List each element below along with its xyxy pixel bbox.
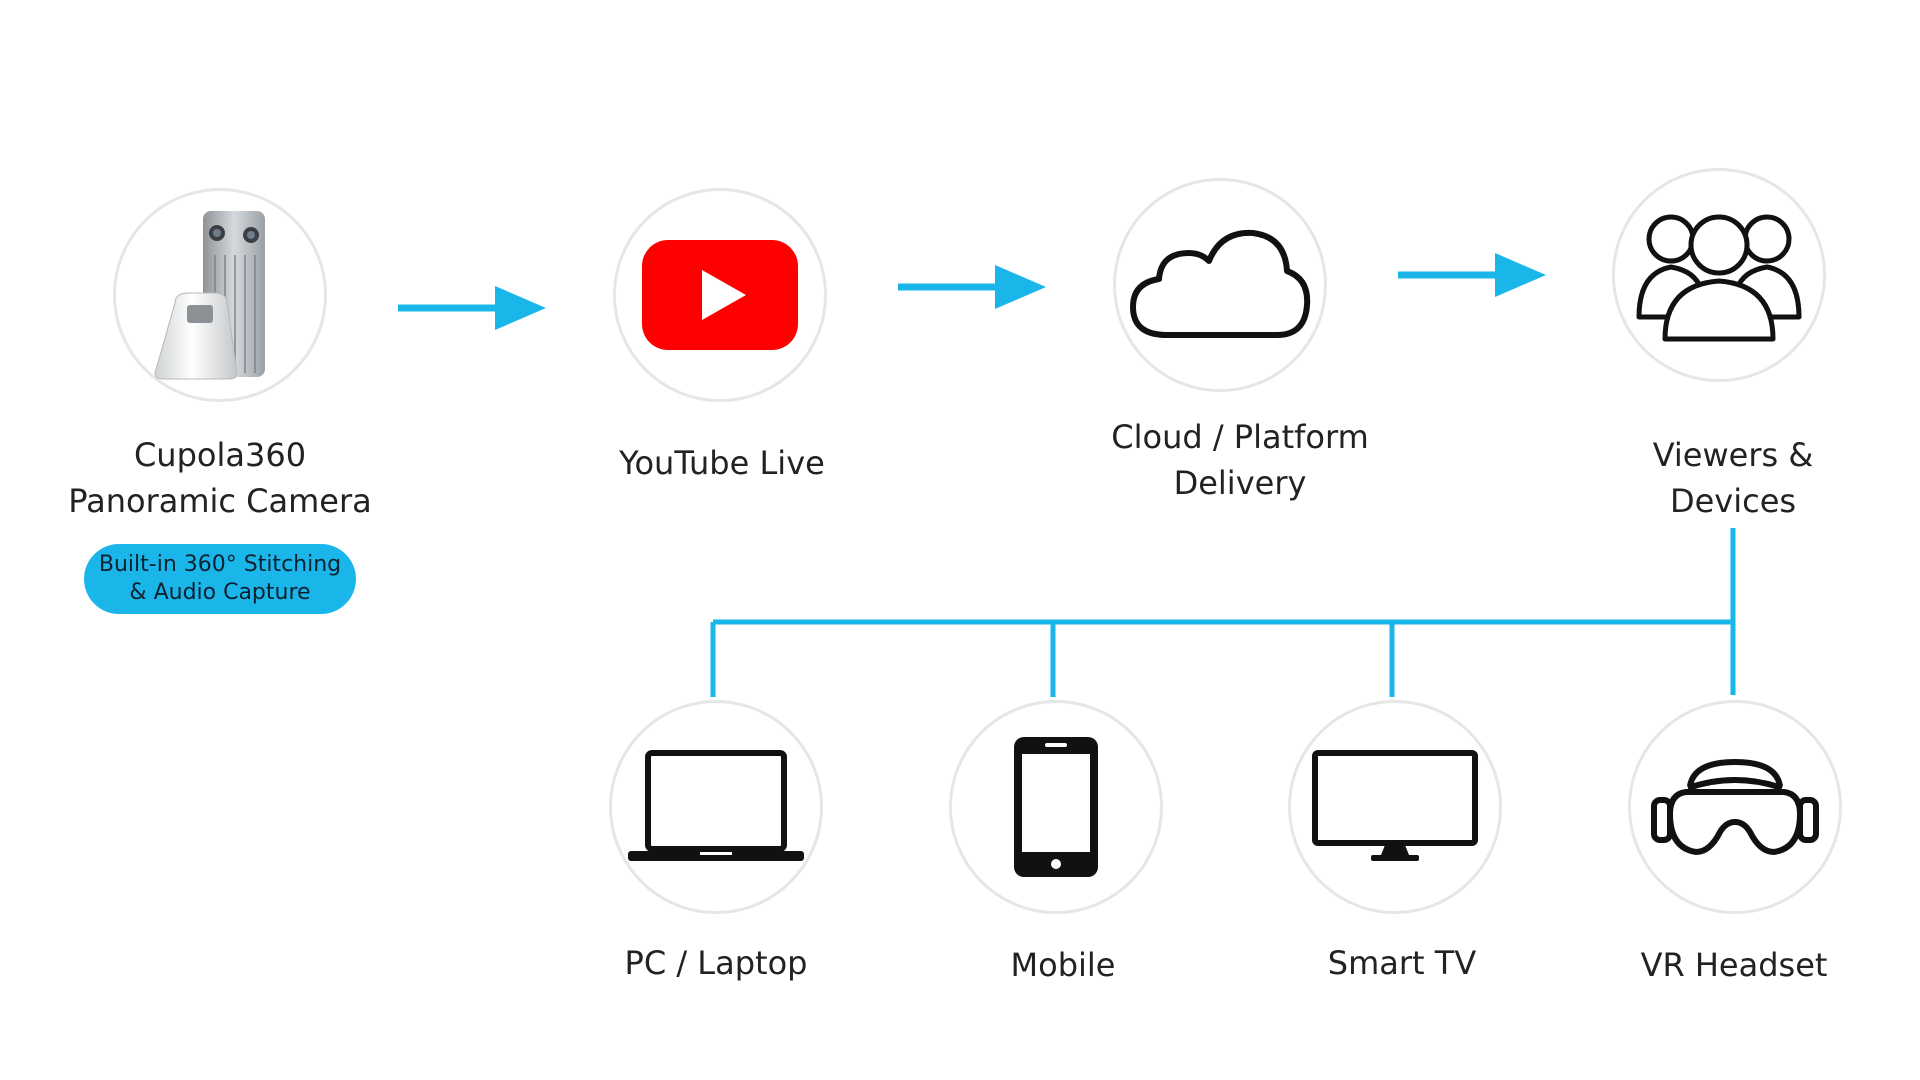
feature-badge: Built-in 360° Stitching & Audio Capture (84, 544, 356, 614)
users-group-icon (1636, 214, 1802, 342)
viewers-label: Viewers & Devices (1563, 432, 1903, 524)
tv-label: Smart TV (1232, 940, 1572, 986)
cloud-node (1113, 178, 1327, 392)
arrow-youtube-to-cloud (898, 265, 1046, 309)
vr-label: VR Headset (1564, 942, 1904, 988)
tv-title: Smart TV (1327, 944, 1477, 982)
smartphone-icon (1014, 737, 1098, 877)
tv-node (1288, 700, 1502, 914)
pc-title: PC / Laptop (624, 944, 808, 982)
pc-label: PC / Laptop (546, 940, 886, 986)
cloud-title-line2: Delivery (1173, 464, 1307, 502)
viewers-title-line1: Viewers & (1652, 436, 1814, 474)
youtube-node (613, 188, 827, 402)
badge-line1: Built-in 360° Stitching (98, 552, 342, 577)
camera-label: Cupola360 Panoramic Camera (50, 432, 390, 524)
arrow-camera-to-youtube (398, 286, 546, 330)
cloud-label: Cloud / Platform Delivery (1070, 414, 1410, 506)
laptop-icon (628, 750, 804, 861)
vr-node (1628, 700, 1842, 914)
badge-line2: & Audio Capture (129, 580, 311, 605)
cloud-title-line1: Cloud / Platform (1111, 418, 1369, 456)
pc-node (609, 700, 823, 914)
cloud-icon (1130, 229, 1311, 338)
vr-headset-icon (1651, 759, 1819, 855)
camera-device-icon (154, 211, 265, 380)
tv-icon (1312, 750, 1478, 861)
camera-title-line2: Panoramic Camera (68, 482, 372, 520)
mobile-title: Mobile (1010, 946, 1116, 984)
mobile-node (949, 700, 1163, 914)
mobile-label: Mobile (893, 942, 1233, 988)
youtube-logo-icon (642, 240, 798, 350)
device-tree-lines (710, 528, 1736, 697)
youtube-label: YouTube Live (552, 440, 892, 486)
youtube-title: YouTube Live (619, 444, 825, 482)
viewers-node (1612, 168, 1826, 382)
vr-title: VR Headset (1640, 946, 1828, 984)
arrow-cloud-to-viewers (1398, 253, 1546, 297)
camera-node (113, 188, 327, 402)
camera-title-line1: Cupola360 (133, 436, 307, 474)
viewers-title-line2: Devices (1669, 482, 1797, 520)
